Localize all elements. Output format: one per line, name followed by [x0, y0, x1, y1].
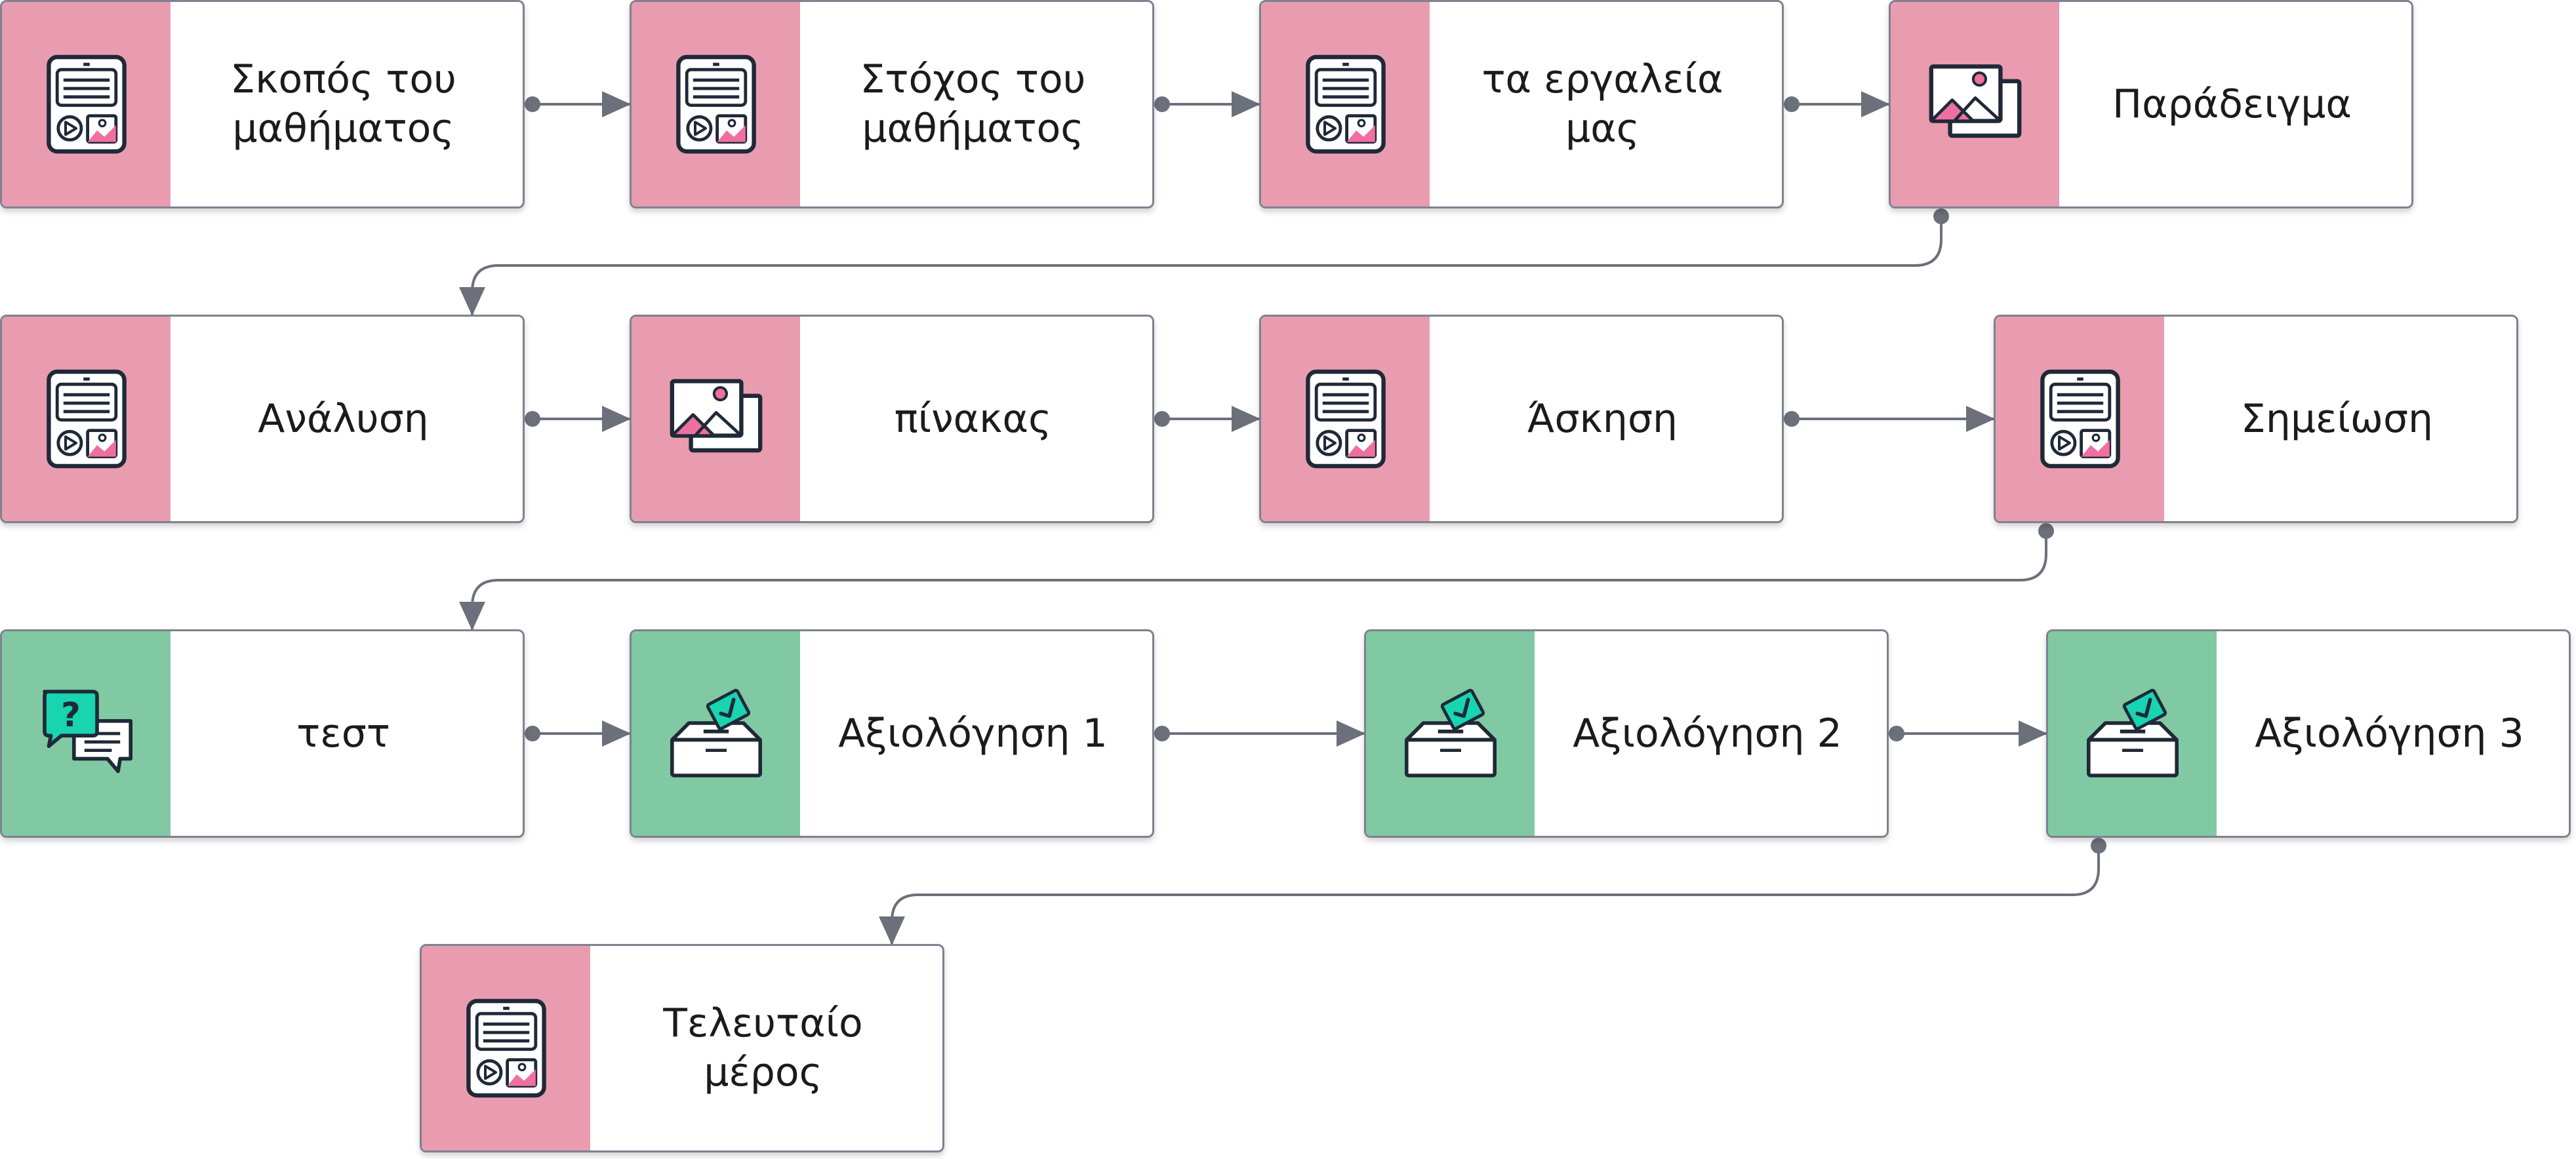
- node-label: Αξιολόγηση 1: [838, 710, 1108, 756]
- document-media-icon: [34, 366, 139, 471]
- document-media-icon: [1293, 52, 1398, 157]
- connector-start-dot: [525, 726, 540, 741]
- image-gallery-icon: [1923, 52, 2028, 157]
- document-media-icon: [1293, 366, 1398, 471]
- node-label: πίνακας: [894, 395, 1052, 442]
- node-label: Σημείωση: [2240, 395, 2434, 442]
- node-accent: [1261, 317, 1430, 521]
- flow-node-n3[interactable]: τα εργαλεία μας: [1259, 0, 1784, 208]
- connector-n8-n9: [459, 531, 2047, 631]
- ballot-box-icon: [664, 681, 769, 786]
- node-label: τα εργαλεία μας: [1481, 56, 1723, 151]
- node-accent: [1891, 2, 2059, 206]
- node-accent: [632, 631, 800, 836]
- flow-node-n13[interactable]: Τελευταίο μέρος: [420, 944, 944, 1152]
- node-accent: [422, 946, 590, 1150]
- connector-start-dot: [525, 96, 540, 112]
- document-media-icon: [664, 52, 769, 157]
- document-media-icon: [2028, 366, 2133, 471]
- node-accent: [1261, 2, 1430, 206]
- connector-start-dot: [1784, 96, 1800, 112]
- flow-node-n11[interactable]: Αξιολόγηση 2: [1364, 629, 1889, 838]
- ballot-box-icon: [2080, 681, 2185, 786]
- node-label: Αξιολόγηση 3: [2255, 710, 2524, 756]
- flow-node-n7[interactable]: Άσκηση: [1259, 315, 1784, 523]
- connector-start-dot: [2091, 838, 2106, 854]
- connector-start-dot: [525, 411, 540, 427]
- flow-node-n1[interactable]: Σκοπός του μαθήματος: [0, 0, 525, 208]
- node-accent: [2048, 631, 2217, 836]
- flow-node-n5[interactable]: Ανάλυση: [0, 315, 525, 523]
- image-gallery-icon: [664, 366, 769, 471]
- connector-start-dot: [1154, 411, 1170, 427]
- node-label: Αξιολόγηση 2: [1573, 710, 1842, 756]
- node-accent: [2, 2, 171, 206]
- node-accent: [632, 2, 800, 206]
- node-label: Στόχος του μαθήματος: [860, 56, 1086, 151]
- node-accent: [2, 631, 171, 836]
- flow-node-n8[interactable]: Σημείωση: [1994, 315, 2518, 523]
- flow-node-n4[interactable]: Παράδειγμα: [1889, 0, 2413, 208]
- connector-start-dot: [1889, 726, 1904, 741]
- flow-node-n9[interactable]: τεστ: [0, 629, 525, 838]
- node-accent: [632, 317, 800, 521]
- question-chat-icon: [34, 681, 139, 786]
- node-accent: [1366, 631, 1535, 836]
- connector-start-dot: [1154, 96, 1170, 112]
- connector-start-dot: [1784, 411, 1800, 427]
- document-media-icon: [454, 996, 559, 1101]
- node-label: Παράδειγμα: [2112, 81, 2352, 127]
- node-accent: [1996, 317, 2164, 521]
- flow-node-n12[interactable]: Αξιολόγηση 3: [2046, 629, 2571, 838]
- flow-node-n10[interactable]: Αξιολόγηση 1: [630, 629, 1154, 838]
- node-label: Άσκηση: [1527, 395, 1678, 442]
- ballot-box-icon: [1398, 681, 1503, 786]
- connector-start-dot: [1933, 208, 1949, 224]
- connector-n12-n13: [879, 846, 2100, 945]
- document-media-icon: [34, 52, 139, 157]
- connector-start-dot: [2038, 523, 2054, 539]
- node-accent: [2, 317, 171, 521]
- connector-n4-n5: [459, 216, 1942, 316]
- node-label: Ανάλυση: [258, 395, 429, 442]
- node-label: Σκοπός του μαθήματος: [230, 56, 456, 151]
- flow-node-n6[interactable]: πίνακας: [630, 315, 1154, 523]
- node-label: τεστ: [296, 710, 390, 756]
- node-label: Τελευταίο μέρος: [663, 1000, 863, 1095]
- connector-start-dot: [1154, 726, 1170, 741]
- flow-node-n2[interactable]: Στόχος του μαθήματος: [630, 0, 1154, 208]
